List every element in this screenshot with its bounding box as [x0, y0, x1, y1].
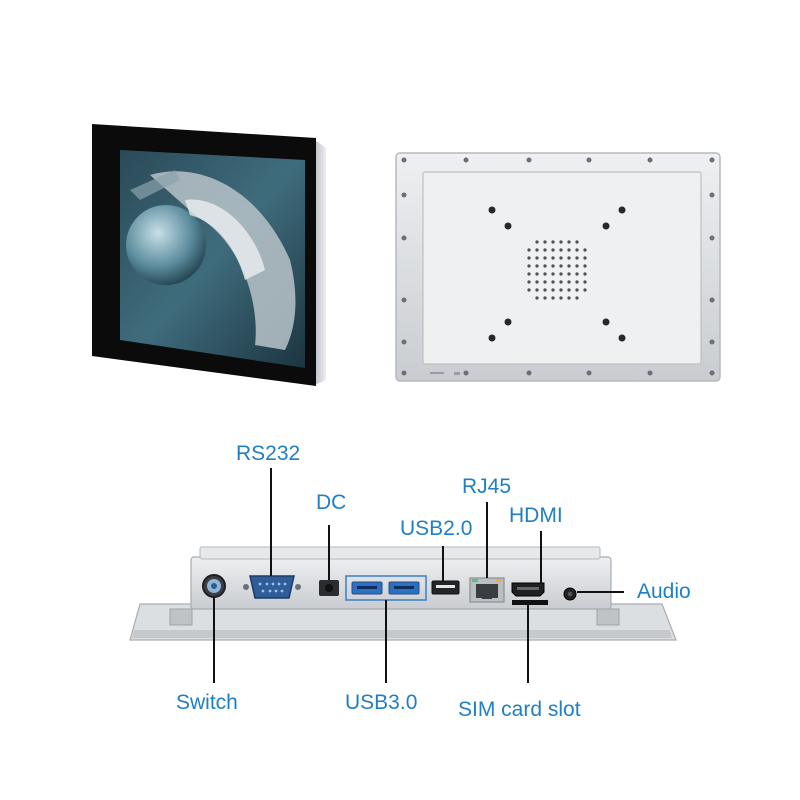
audio-jack	[563, 587, 577, 601]
hdmi-port	[511, 582, 545, 597]
power-switch-icon	[202, 574, 226, 598]
label-rj45: RJ45	[462, 475, 512, 498]
label-hdmi: HDMI	[509, 504, 563, 527]
tablet-front-screen	[92, 124, 326, 386]
io-panel	[129, 546, 677, 641]
label-rs232: RS232	[236, 442, 301, 465]
usb-port	[351, 581, 420, 595]
label-usb30: USB3.0	[345, 691, 418, 714]
label-sim-card-slot: SIM card slot	[458, 698, 581, 721]
db9-connector	[243, 575, 301, 599]
rj45-port	[469, 577, 505, 603]
label-audio: Audio	[637, 580, 691, 603]
label-dc: DC	[316, 491, 347, 514]
label-switch: Switch	[176, 691, 238, 714]
tablet-back-panel	[395, 152, 721, 382]
label-usb20: USB2.0	[400, 517, 473, 540]
sim-slot	[512, 600, 548, 605]
callout-leaders	[213, 468, 624, 683]
